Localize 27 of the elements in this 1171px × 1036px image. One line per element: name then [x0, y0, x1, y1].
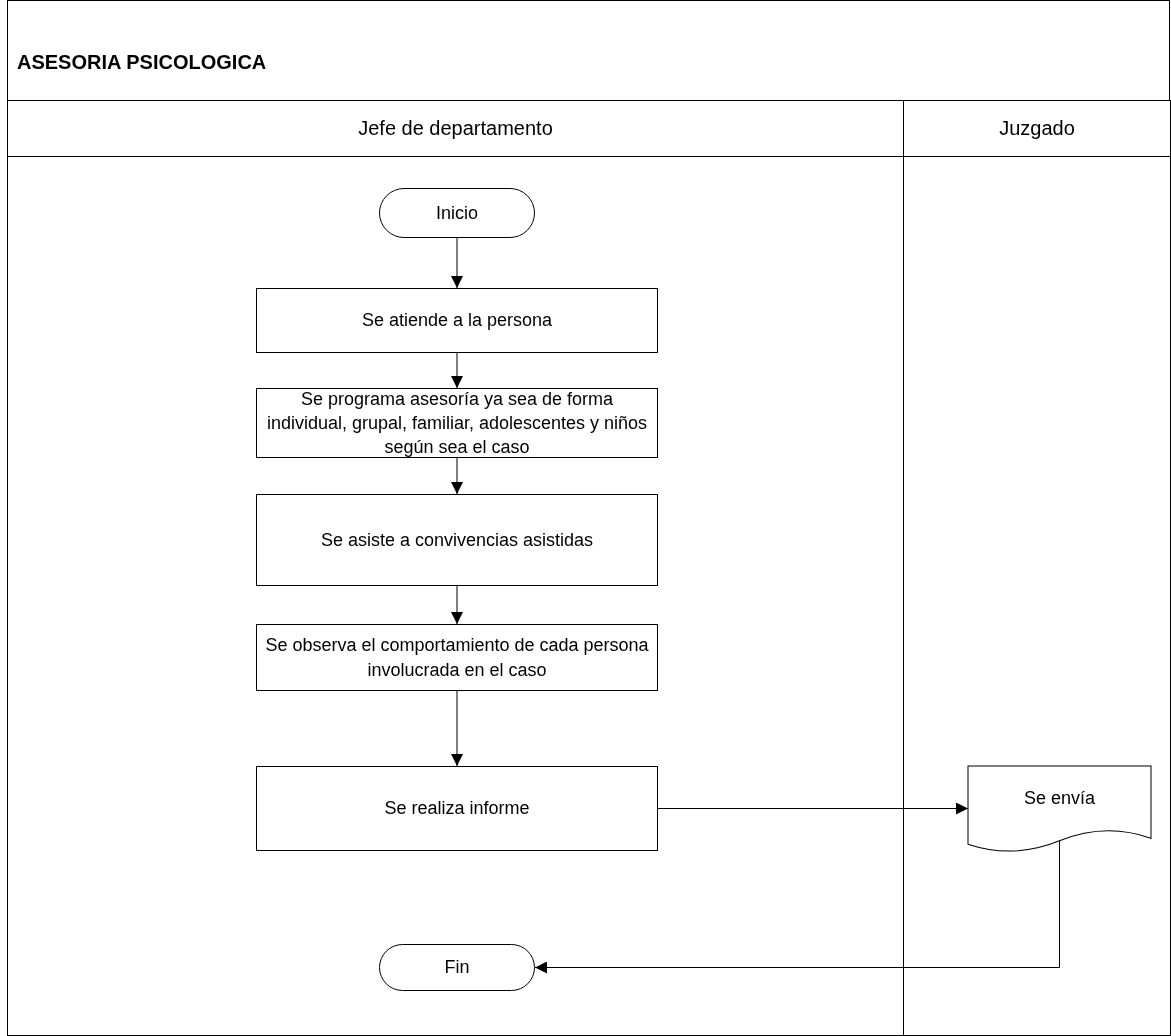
process-box: [256, 624, 658, 691]
document-shape: [968, 766, 1151, 851]
lane-title: Juzgado: [999, 117, 1075, 140]
arrow: [451, 237, 463, 289]
node-label: Se atiende a la persona: [361, 309, 553, 333]
node-label: Se asiste a convivencias asistidas: [320, 528, 594, 552]
node-label: Se envía: [1023, 787, 1096, 810]
swimlane: [903, 100, 1171, 1036]
arrow: [451, 352, 463, 389]
node-label: Se observa el comportamiento de cada persona involucrada en el caso: [265, 634, 649, 682]
arrow: [451, 457, 463, 495]
diagram-title: ASESORIA PSICOLOGICA: [17, 51, 267, 74]
terminal-shape: [379, 944, 535, 991]
arrow: [451, 585, 463, 625]
lane-title: Jefe de departamento: [358, 117, 553, 140]
node-label: Inicio: [436, 201, 478, 225]
process-box: [256, 288, 658, 353]
arrow: [657, 802, 969, 815]
terminal-shape: [379, 188, 535, 238]
swimlane: [7, 100, 904, 1036]
process-box: [256, 766, 658, 851]
arrow: [451, 690, 463, 767]
node-label: Fin: [444, 956, 470, 980]
process-box: [256, 494, 658, 586]
node-label: Se realiza informe: [384, 797, 530, 821]
arrow: [534, 840, 1060, 974]
node-label: Se programa asesoría ya sea de forma individual, grupal, familiar, adolescentes y niños según sea el caso: [265, 387, 649, 460]
